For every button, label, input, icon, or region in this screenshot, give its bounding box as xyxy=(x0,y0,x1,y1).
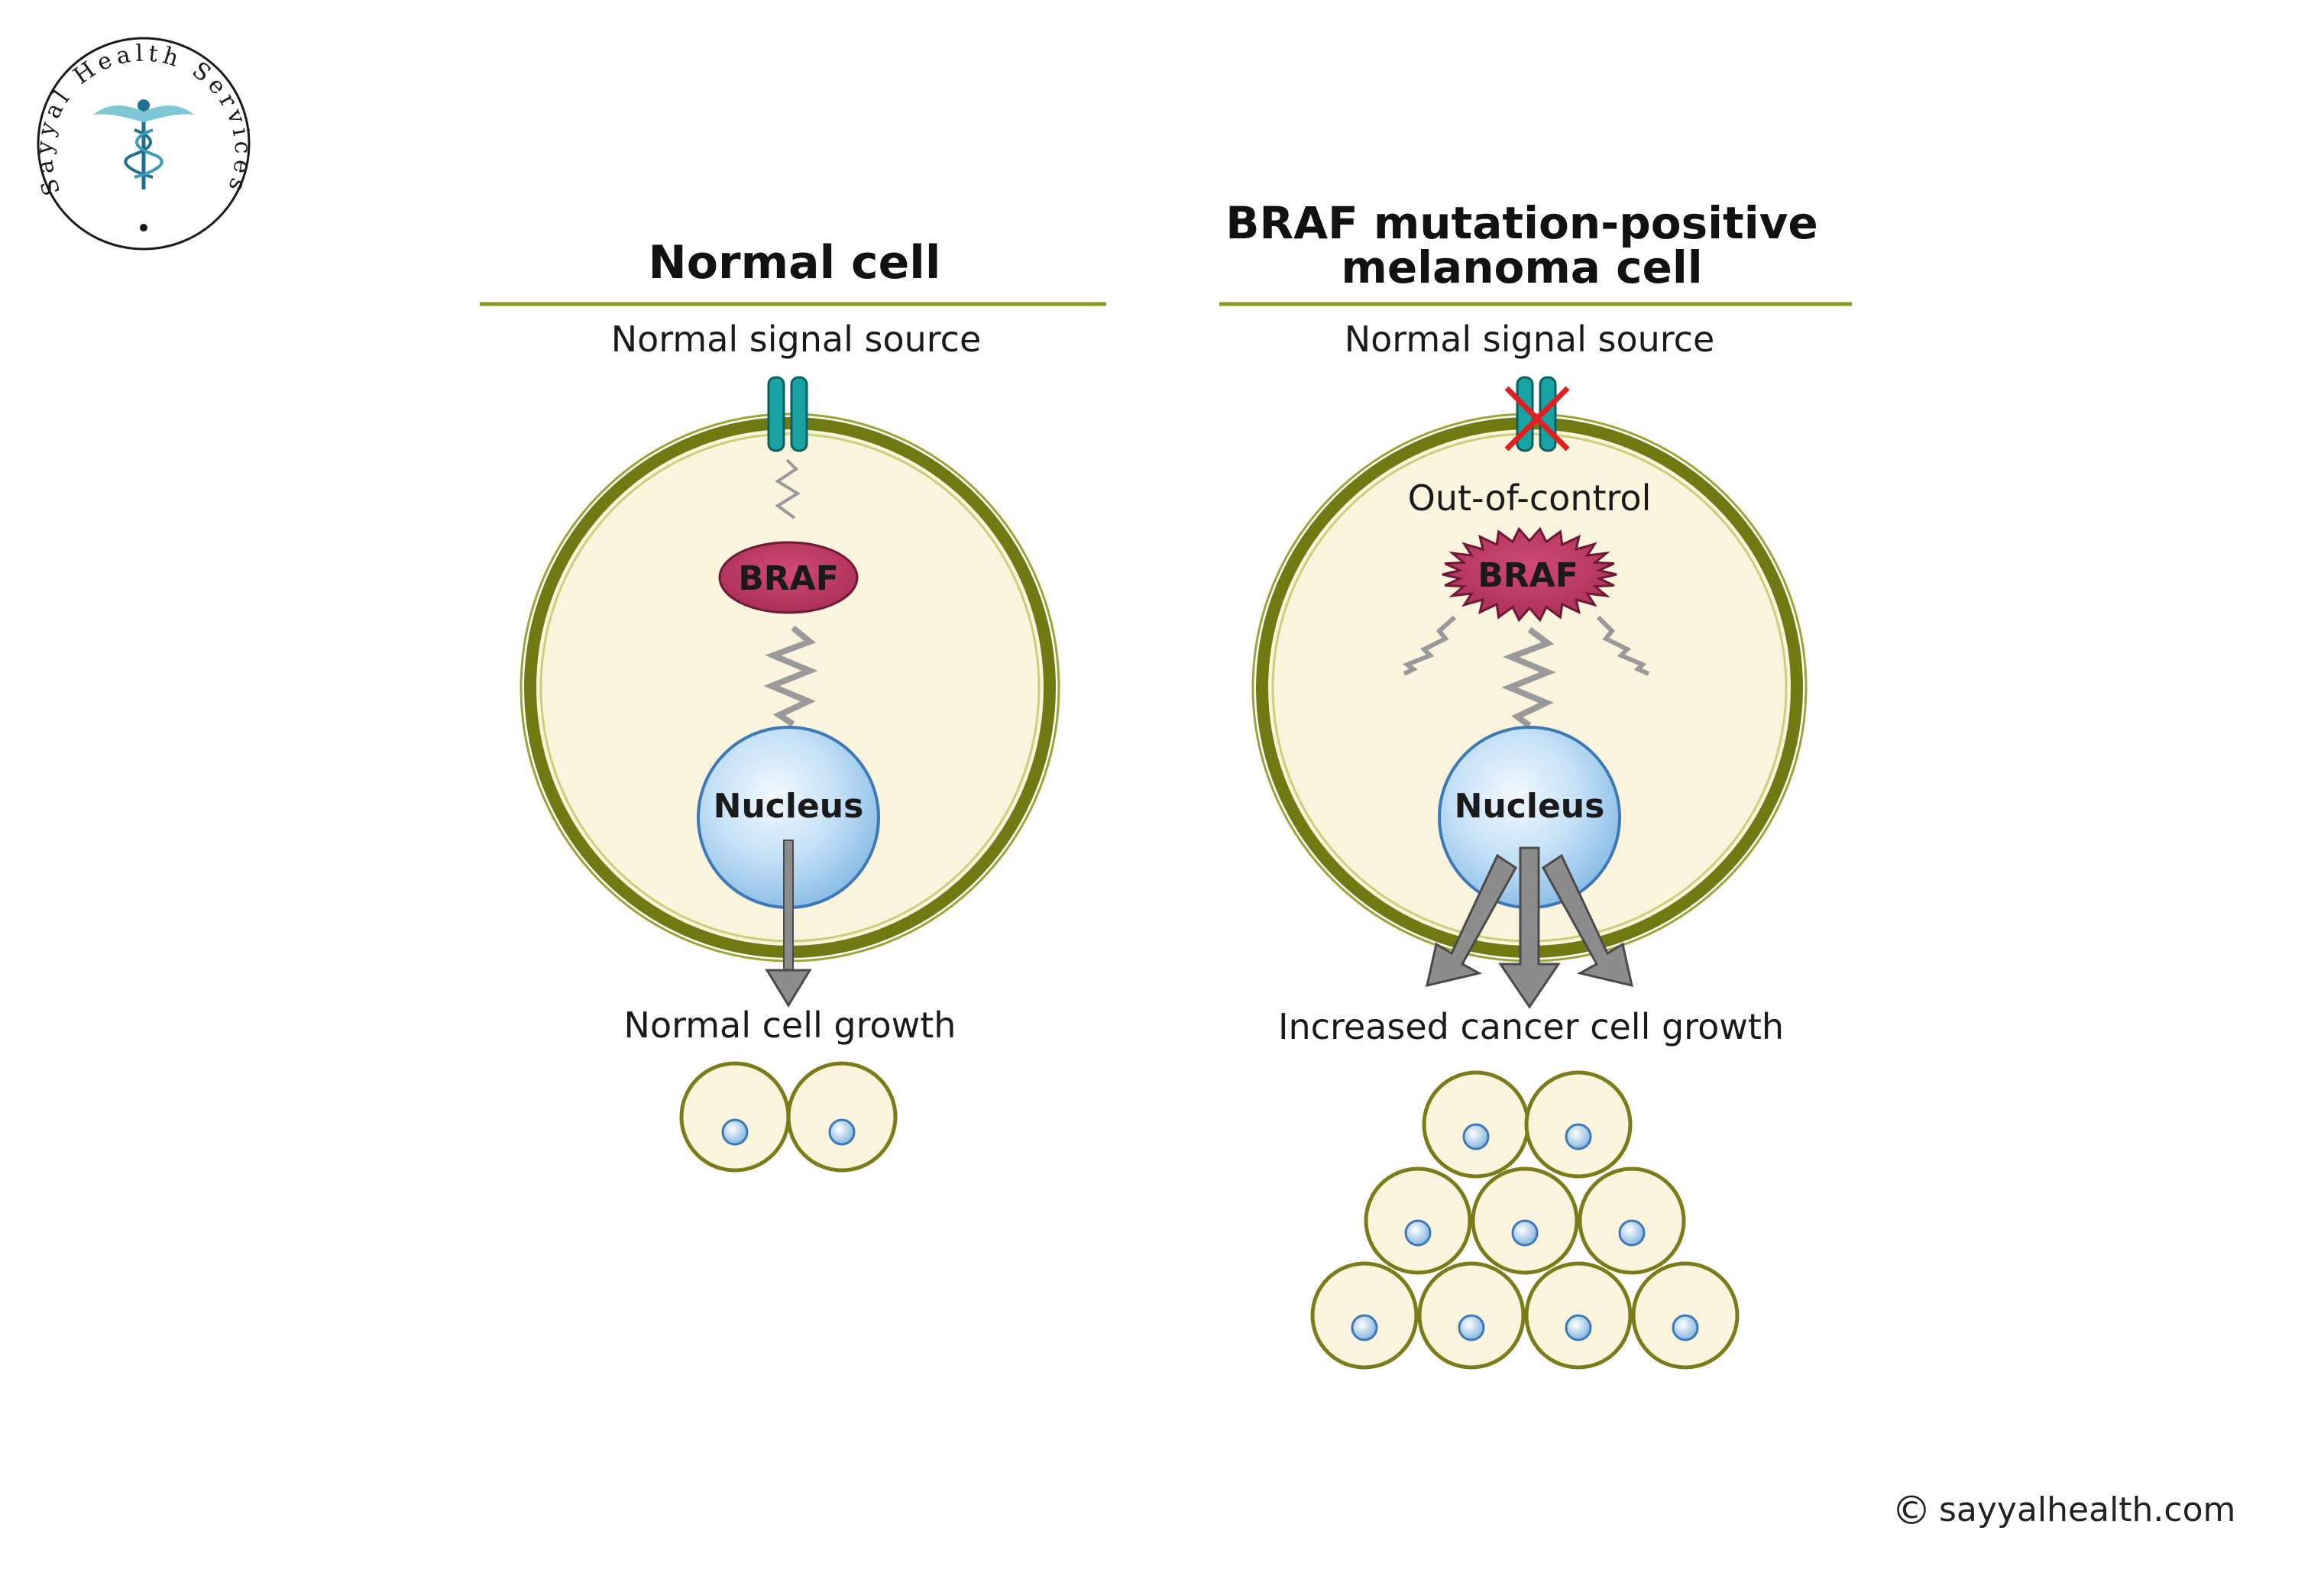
cancel-x-icon xyxy=(1504,386,1570,451)
melanoma-right-zigzag xyxy=(1596,615,1650,676)
small-cell xyxy=(1422,1070,1530,1179)
normal-panel-title: Normal cell xyxy=(649,236,941,290)
normal-cell-panel: Normal cell Normal signal source BRAF Nu… xyxy=(480,236,1106,1173)
small-cell xyxy=(786,1061,898,1173)
mutant-braf-protein xyxy=(1442,526,1617,623)
cancer-daughter-cells xyxy=(1310,1070,1740,1370)
normal-signal-zigzag xyxy=(775,458,801,519)
small-cell xyxy=(1524,1261,1633,1370)
melanoma-signal-label: Normal signal source xyxy=(1345,319,1715,360)
small-cell xyxy=(1364,1166,1472,1275)
caduceus-icon xyxy=(93,99,194,189)
blocked-receptor-icon xyxy=(1504,376,1570,452)
melanoma-braf-label: BRAF xyxy=(1478,556,1578,595)
out-of-control-label: Out-of-control xyxy=(1408,477,1652,519)
logo-dot xyxy=(140,224,147,231)
normal-braf-label: BRAF xyxy=(738,559,839,598)
growth-arrow-left xyxy=(1426,853,1517,988)
normal-daughter-cells xyxy=(679,1061,898,1173)
normal-growth-arrow xyxy=(765,840,812,1008)
melanoma-nucleus-label: Nucleus xyxy=(1455,787,1605,826)
normal-growth-label: Normal cell growth xyxy=(624,1005,956,1046)
growth-arrow-center xyxy=(1498,846,1561,1009)
brand-logo: Sayyal Health Services xyxy=(31,37,251,251)
normal-signal-label: Normal signal source xyxy=(611,319,982,360)
melanoma-panel-title-line2: melanoma cell xyxy=(1341,241,1702,293)
melanoma-left-zigzag xyxy=(1402,615,1457,676)
growth-arrow-right xyxy=(1542,853,1633,988)
small-cell xyxy=(679,1061,791,1173)
normal-braf-protein xyxy=(718,541,859,614)
melanoma-growth-label: Increased cancer cell growth xyxy=(1278,1006,1784,1047)
normal-braf-signal-zigzag xyxy=(763,625,818,727)
melanoma-cell-panel: BRAF mutation-positive melanoma cell Nor… xyxy=(1219,197,1852,1370)
small-cell xyxy=(1524,1070,1633,1179)
site-credit: ©sayyalhealth.com xyxy=(1892,1488,2235,1534)
site-credit-text: sayyalhealth.com xyxy=(1939,1490,2236,1529)
small-cell xyxy=(1310,1261,1419,1370)
normal-receptor-icon xyxy=(767,376,808,452)
melanoma-braf-signal-zigzag xyxy=(1501,626,1556,729)
small-cell xyxy=(1578,1166,1686,1275)
copyright-icon: © xyxy=(1892,1488,1931,1534)
melanoma-panel-title-line1: BRAF mutation-positive xyxy=(1225,197,1818,249)
small-cell xyxy=(1471,1166,1579,1275)
small-cell xyxy=(1417,1261,1526,1370)
increased-growth-arrows xyxy=(1426,846,1633,1009)
small-cell xyxy=(1631,1261,1740,1370)
normal-nucleus-label: Nucleus xyxy=(714,787,864,826)
